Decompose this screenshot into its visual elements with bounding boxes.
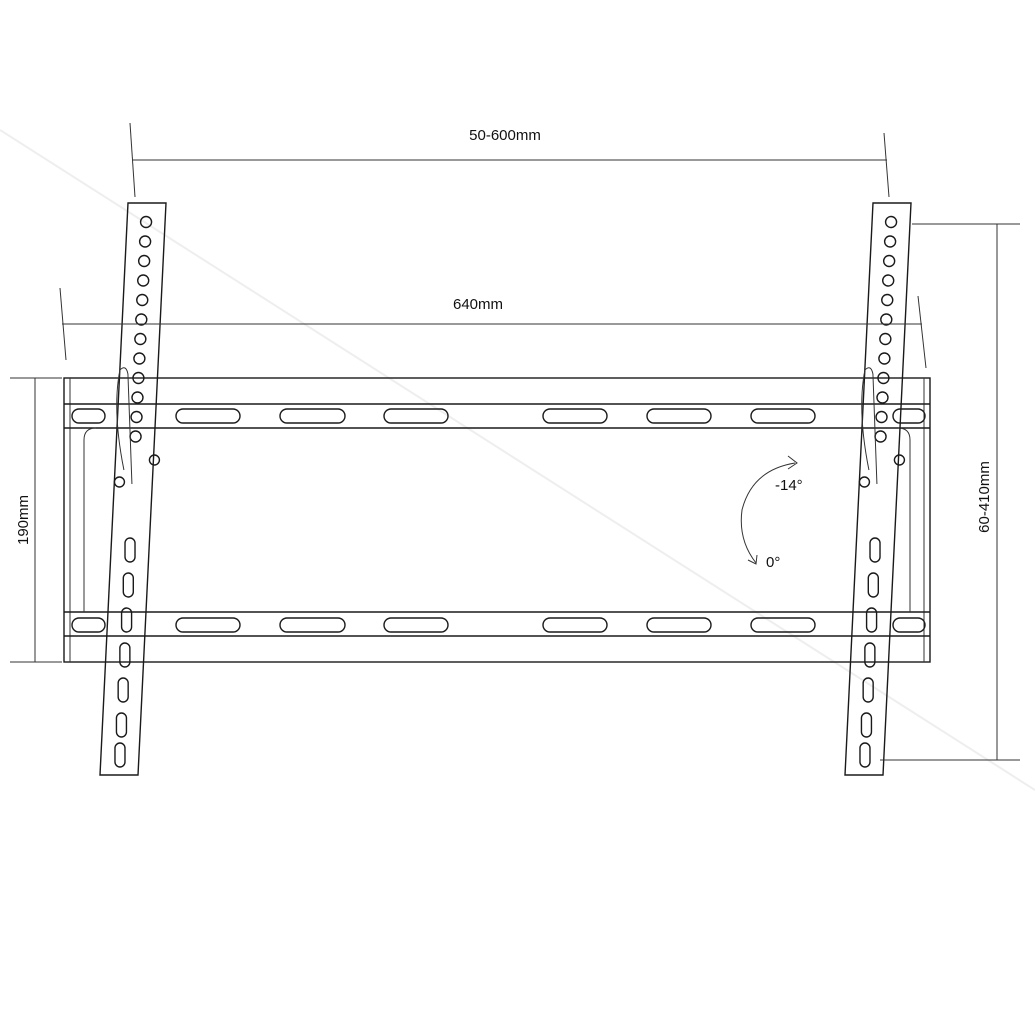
adjustment-hole — [876, 391, 889, 404]
adjustment-hole — [884, 215, 898, 229]
left-bracket-arm — [99, 202, 167, 776]
arm-slot — [117, 677, 129, 703]
mounting-slot — [750, 408, 816, 424]
mounting-slot — [750, 617, 816, 633]
adjustment-hole — [139, 215, 153, 229]
arm-slot — [859, 742, 871, 768]
hook — [861, 367, 878, 485]
adjustment-hole — [133, 352, 146, 365]
adjustment-hole — [875, 410, 888, 424]
mounting-slot — [175, 617, 241, 633]
adjustment-hole — [879, 332, 892, 346]
mounting-slot — [646, 617, 712, 633]
adjustment-hole — [137, 254, 151, 268]
dimension-arm-spacing: 50-600mm — [129, 122, 890, 198]
adjustment-hole — [131, 391, 144, 404]
mounting-slot — [279, 617, 346, 633]
arm-spacing-label: 50-600mm — [469, 127, 541, 144]
mounting-slot — [542, 617, 608, 633]
mounting-slot — [279, 408, 346, 424]
arm-slot — [124, 537, 136, 563]
arm-slot — [862, 677, 874, 703]
mounting-slot — [175, 408, 241, 424]
bolt-icon — [113, 476, 126, 488]
mounting-slot — [71, 408, 106, 424]
mounting-slot — [892, 617, 926, 633]
arm-outline — [844, 202, 912, 776]
arm-slot — [122, 572, 135, 598]
mounting-slot — [892, 408, 926, 424]
tilt-min-label: 0° — [766, 554, 780, 571]
arm-slot — [865, 607, 878, 633]
wall-plate — [63, 377, 931, 663]
arm-slot — [864, 642, 876, 668]
adjustment-hole — [882, 254, 896, 268]
mounting-slot — [383, 408, 449, 424]
tilt-arc-arrow — [740, 462, 796, 564]
adjustment-hole — [137, 274, 150, 287]
dimension-plate-height: 190mm — [10, 377, 62, 663]
adjustment-hole — [877, 371, 890, 385]
tilt-max-label: -14° — [775, 477, 803, 494]
arm-outline — [99, 202, 167, 776]
mounting-slot — [542, 408, 608, 424]
adjustment-hole — [135, 313, 148, 326]
adjustment-hole — [136, 293, 149, 307]
tilt-indicator: -14° 0° — [740, 455, 803, 571]
adjustment-hole — [132, 371, 145, 385]
mounting-slot — [71, 617, 106, 633]
adjustment-hole — [134, 332, 147, 346]
arm-slot — [119, 642, 131, 668]
hook — [116, 367, 133, 485]
watermark-line — [0, 129, 1035, 791]
arm-slot — [867, 572, 880, 598]
plate-width-label: 640mm — [453, 296, 503, 313]
adjustment-hole — [883, 235, 897, 248]
bolt-icon — [858, 476, 871, 488]
adjustment-hole — [138, 235, 152, 248]
adjustment-hole — [874, 430, 887, 443]
bolt-icon — [148, 454, 161, 466]
mounting-slot — [383, 617, 449, 633]
adjustment-hole — [882, 274, 895, 287]
dimension-plate-width: 640mm — [59, 287, 927, 369]
adjustment-hole — [880, 313, 893, 326]
adjustment-hole — [130, 410, 143, 424]
adjustment-hole — [878, 352, 891, 365]
arm-slot — [860, 712, 873, 738]
right-bracket-arm — [844, 202, 912, 776]
mounting-slot — [646, 408, 712, 424]
arm-slot — [114, 742, 126, 768]
adjustment-hole — [881, 293, 894, 307]
dimension-vertical-range: 60-410mm — [880, 223, 1020, 761]
bolt-icon — [893, 454, 906, 466]
plate-height-label: 190mm — [15, 495, 32, 545]
arm-slot — [869, 537, 881, 563]
vertical-range-label: 60-410mm — [976, 461, 993, 533]
arm-slot — [115, 712, 128, 738]
adjustment-hole — [129, 430, 142, 443]
arm-slot — [120, 607, 133, 633]
